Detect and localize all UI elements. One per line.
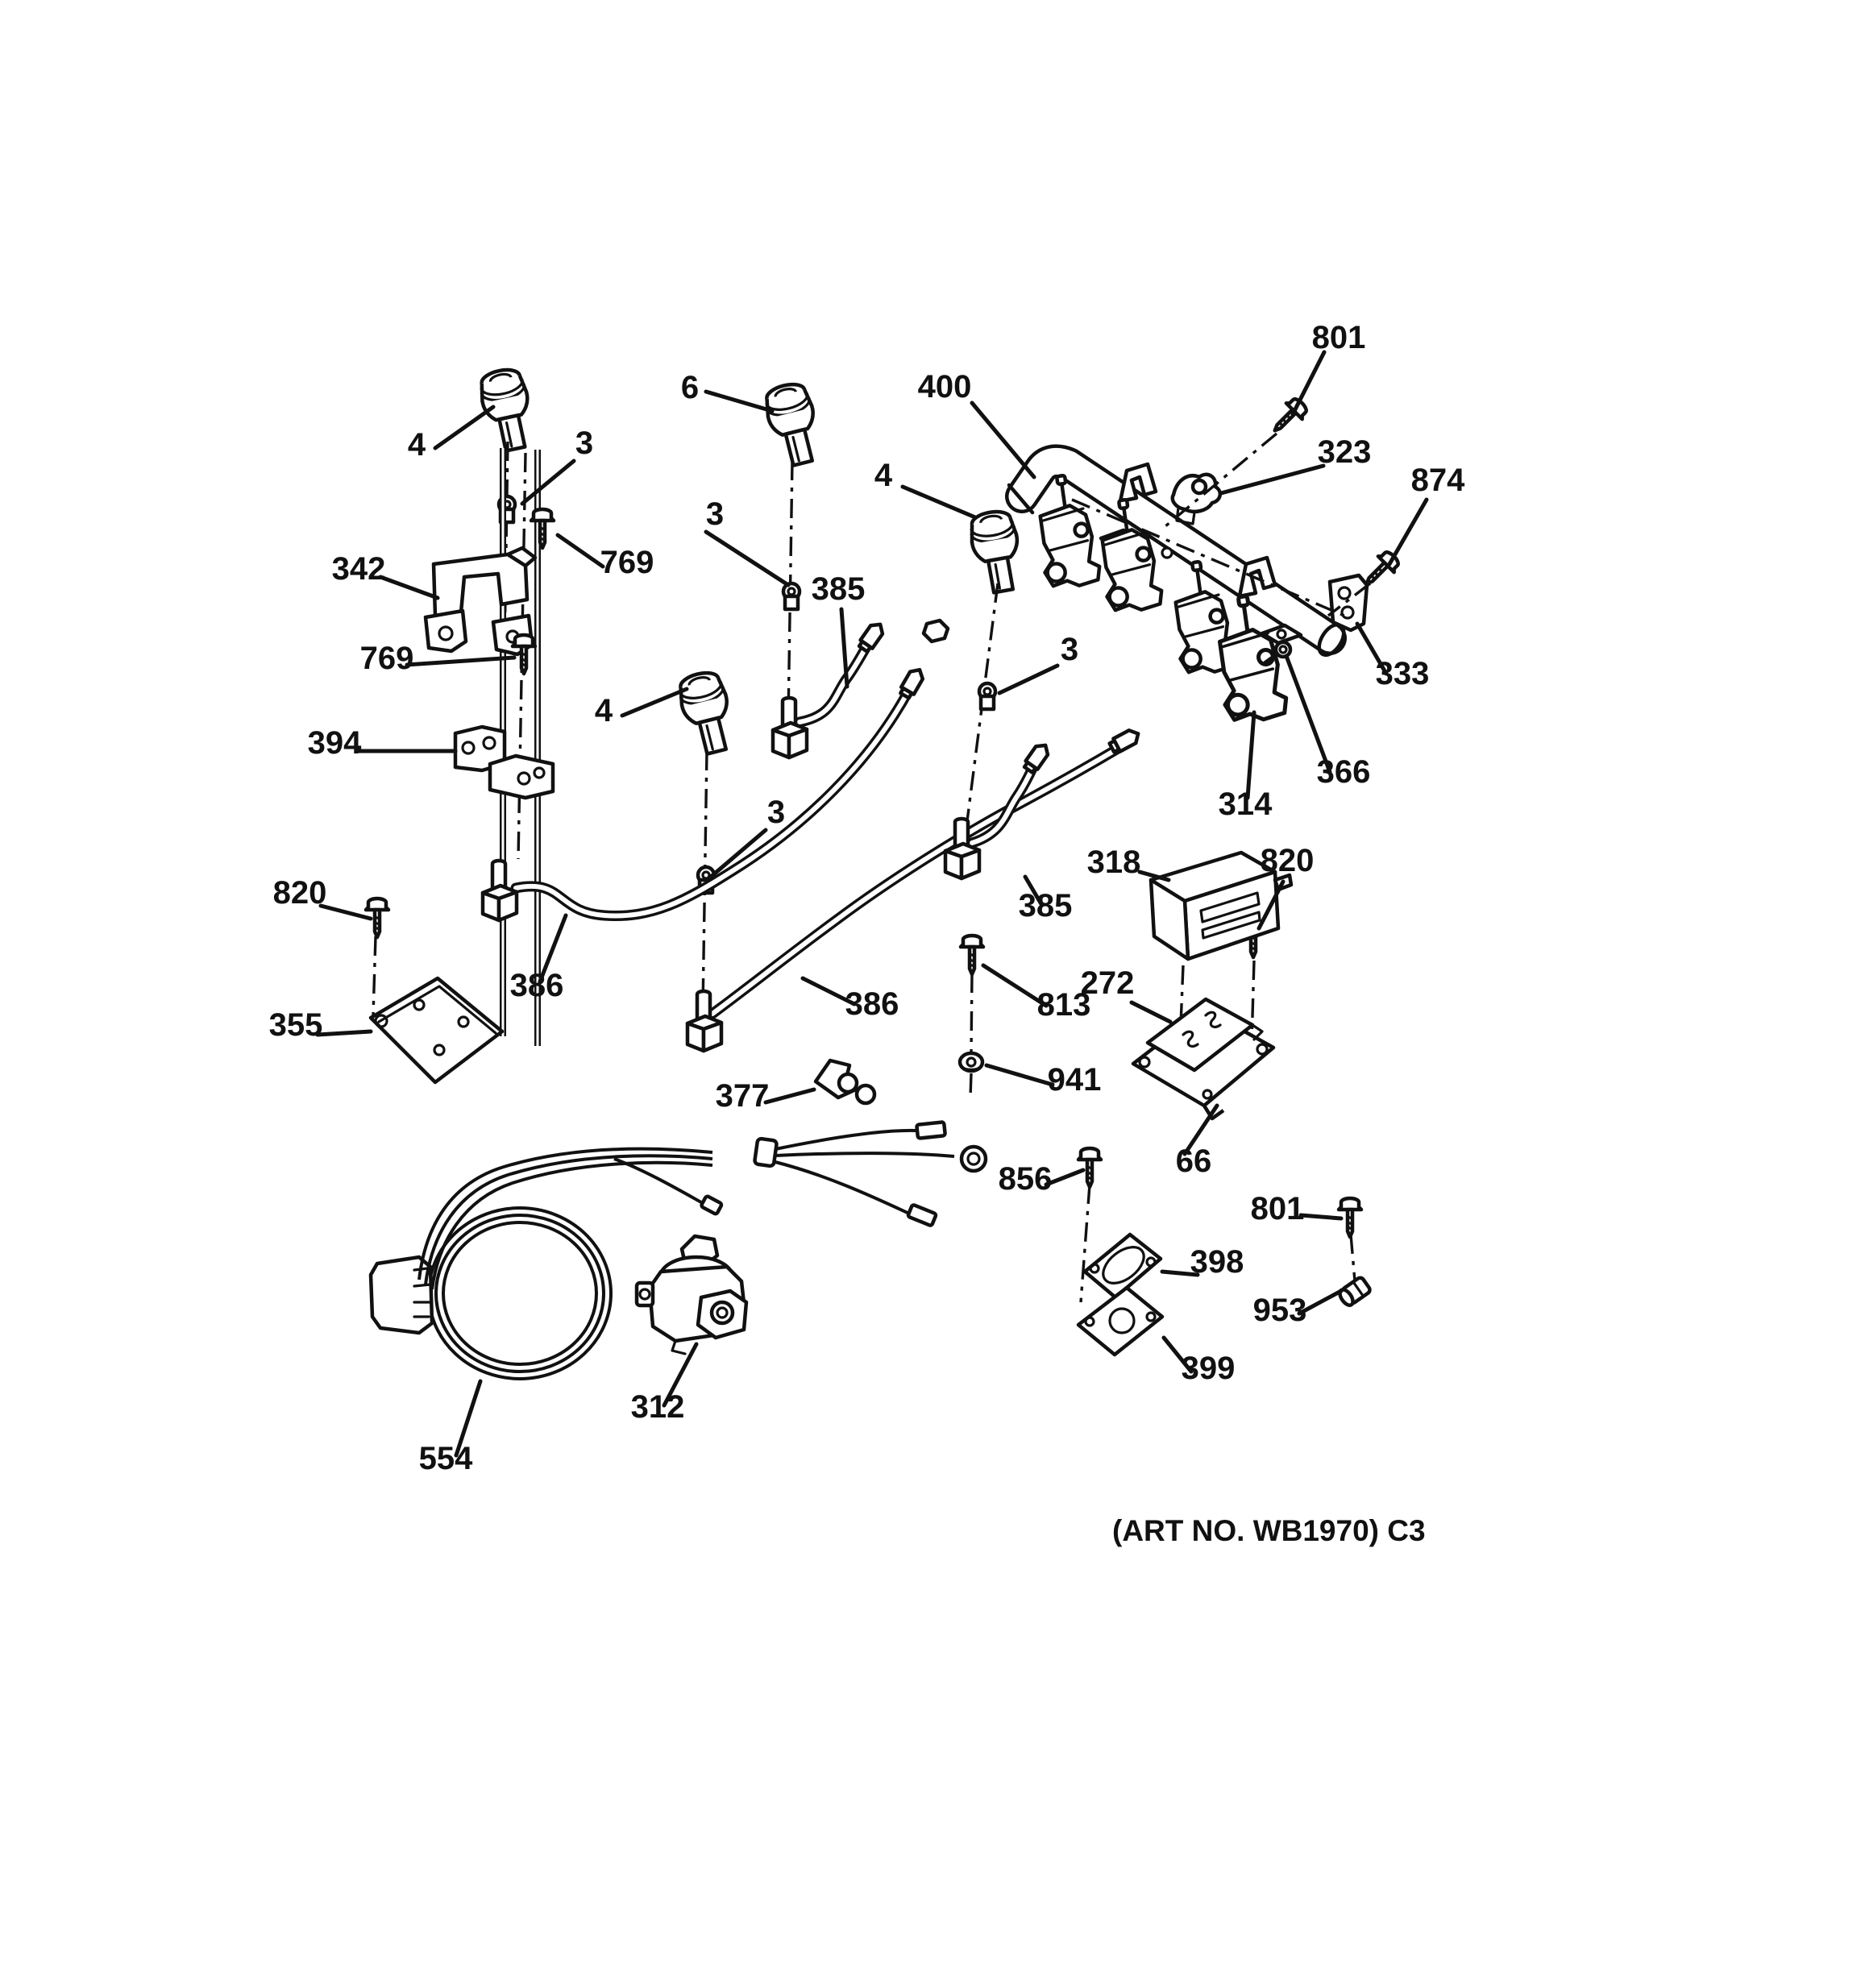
washer-941-drawing — [957, 1051, 985, 1073]
callout-312-37: 312 — [631, 1389, 685, 1425]
callout-4-14: 4 — [595, 693, 613, 728]
callout-6-3: 6 — [681, 370, 699, 405]
callout-323-5: 323 — [1318, 434, 1372, 470]
callout-3-9: 3 — [706, 496, 724, 532]
bracket-394-drawing — [453, 724, 555, 800]
ring-terminal-drawing — [959, 1144, 988, 1173]
callout-769-8: 769 — [600, 545, 654, 580]
screw-813-drawing — [961, 936, 983, 974]
callout-399-36: 399 — [1182, 1351, 1236, 1386]
gas-manifold-pipe-drawing — [1005, 444, 1347, 658]
callout-272-24: 272 — [1081, 965, 1135, 1001]
callout-3-2: 3 — [575, 425, 593, 461]
callout-394-13: 394 — [308, 725, 362, 761]
callout-856-32: 856 — [999, 1161, 1053, 1197]
igniter-clip-377-drawing — [813, 1058, 877, 1106]
callout-953-35: 953 — [1253, 1293, 1307, 1328]
callout-355-25: 355 — [269, 1007, 323, 1043]
diagram-artwork — [315, 350, 1429, 1458]
callout-3-15: 3 — [1061, 632, 1078, 667]
callout-820-22: 820 — [273, 875, 327, 911]
callout-66-31: 66 — [1176, 1143, 1212, 1179]
ferrule-nut-drawing — [858, 620, 887, 654]
plate-355-drawing — [368, 976, 505, 1085]
orifice-spud-drawing — [979, 683, 995, 709]
gas-tube-386-left-drawing — [510, 684, 915, 921]
spacer-953-drawing — [1338, 1276, 1372, 1307]
ferrule-nut-drawing — [1108, 728, 1141, 754]
callout-400-4: 400 — [918, 369, 972, 405]
callout-820-21: 820 — [1261, 843, 1315, 878]
burner-valve-drawing-4b — [967, 508, 1025, 595]
callout-941-29: 941 — [1048, 1062, 1102, 1098]
wire-harness-554-drawing — [368, 1120, 988, 1380]
callout-769-12: 769 — [360, 641, 414, 676]
ferrule-nut-drawing — [899, 666, 926, 699]
callout-333-16: 333 — [1376, 656, 1430, 691]
screw-856-drawing — [1078, 1148, 1101, 1187]
callout-4-11: 4 — [874, 458, 893, 493]
callout-342-7: 342 — [332, 551, 386, 587]
square-fitting-drawing — [687, 991, 721, 1051]
callout-385-23: 385 — [1019, 888, 1073, 923]
spade-terminal-drawing — [915, 1120, 947, 1140]
bracket-272-drawing — [1145, 997, 1264, 1073]
callout-801-0: 801 — [1312, 320, 1366, 355]
callout-813-27: 813 — [1037, 987, 1091, 1023]
square-fitting-drawing — [773, 698, 807, 757]
spade-terminal-drawing — [906, 1203, 938, 1227]
callout-4-1: 4 — [408, 427, 426, 463]
callout-385-10: 385 — [812, 571, 866, 607]
callout-801-33: 801 — [1251, 1191, 1305, 1226]
hex-nut-drawing — [921, 618, 950, 644]
callout-398-34: 398 — [1190, 1244, 1244, 1280]
square-fitting-drawing — [483, 861, 517, 920]
gasket-399-drawing — [1076, 1285, 1165, 1357]
orifice-spud-drawing — [783, 583, 800, 609]
burner-valve-drawing-6 — [762, 380, 825, 469]
gasket-398-drawing — [1082, 1232, 1163, 1300]
screw-801-top-drawing — [1267, 395, 1310, 438]
callout-386-26: 386 — [510, 968, 564, 1003]
callout-554-38: 554 — [419, 1441, 473, 1476]
callout-874-6: 874 — [1411, 463, 1465, 498]
leader-lines — [315, 350, 1429, 1458]
pressure-regulator-312-drawing — [634, 1234, 749, 1355]
callout-366-17: 366 — [1317, 754, 1371, 790]
callout-3-19: 3 — [767, 795, 785, 830]
burner-valve-drawing-4c — [675, 669, 738, 757]
screw-366-drawing — [1263, 640, 1293, 665]
callout-318-20: 318 — [1087, 845, 1141, 880]
callout-314-18: 314 — [1219, 786, 1273, 822]
ferrule-nut-drawing — [1023, 741, 1052, 774]
callout-377-30: 377 — [716, 1078, 770, 1114]
gas-tube-386-right-drawing — [707, 741, 1128, 1019]
wire-plug-drawing — [700, 1194, 724, 1216]
gas-tube-385-upper-drawing — [794, 635, 876, 728]
art-number-note: (ART NO. WB1970) C3 — [1112, 1514, 1426, 1547]
bracket-333-drawing — [1327, 573, 1369, 633]
ignition-module-318-drawing — [1148, 850, 1294, 961]
bracket-323-drawing — [1170, 472, 1223, 525]
cable-tie-drawing — [753, 1136, 779, 1168]
callout-386-28: 386 — [845, 986, 899, 1022]
